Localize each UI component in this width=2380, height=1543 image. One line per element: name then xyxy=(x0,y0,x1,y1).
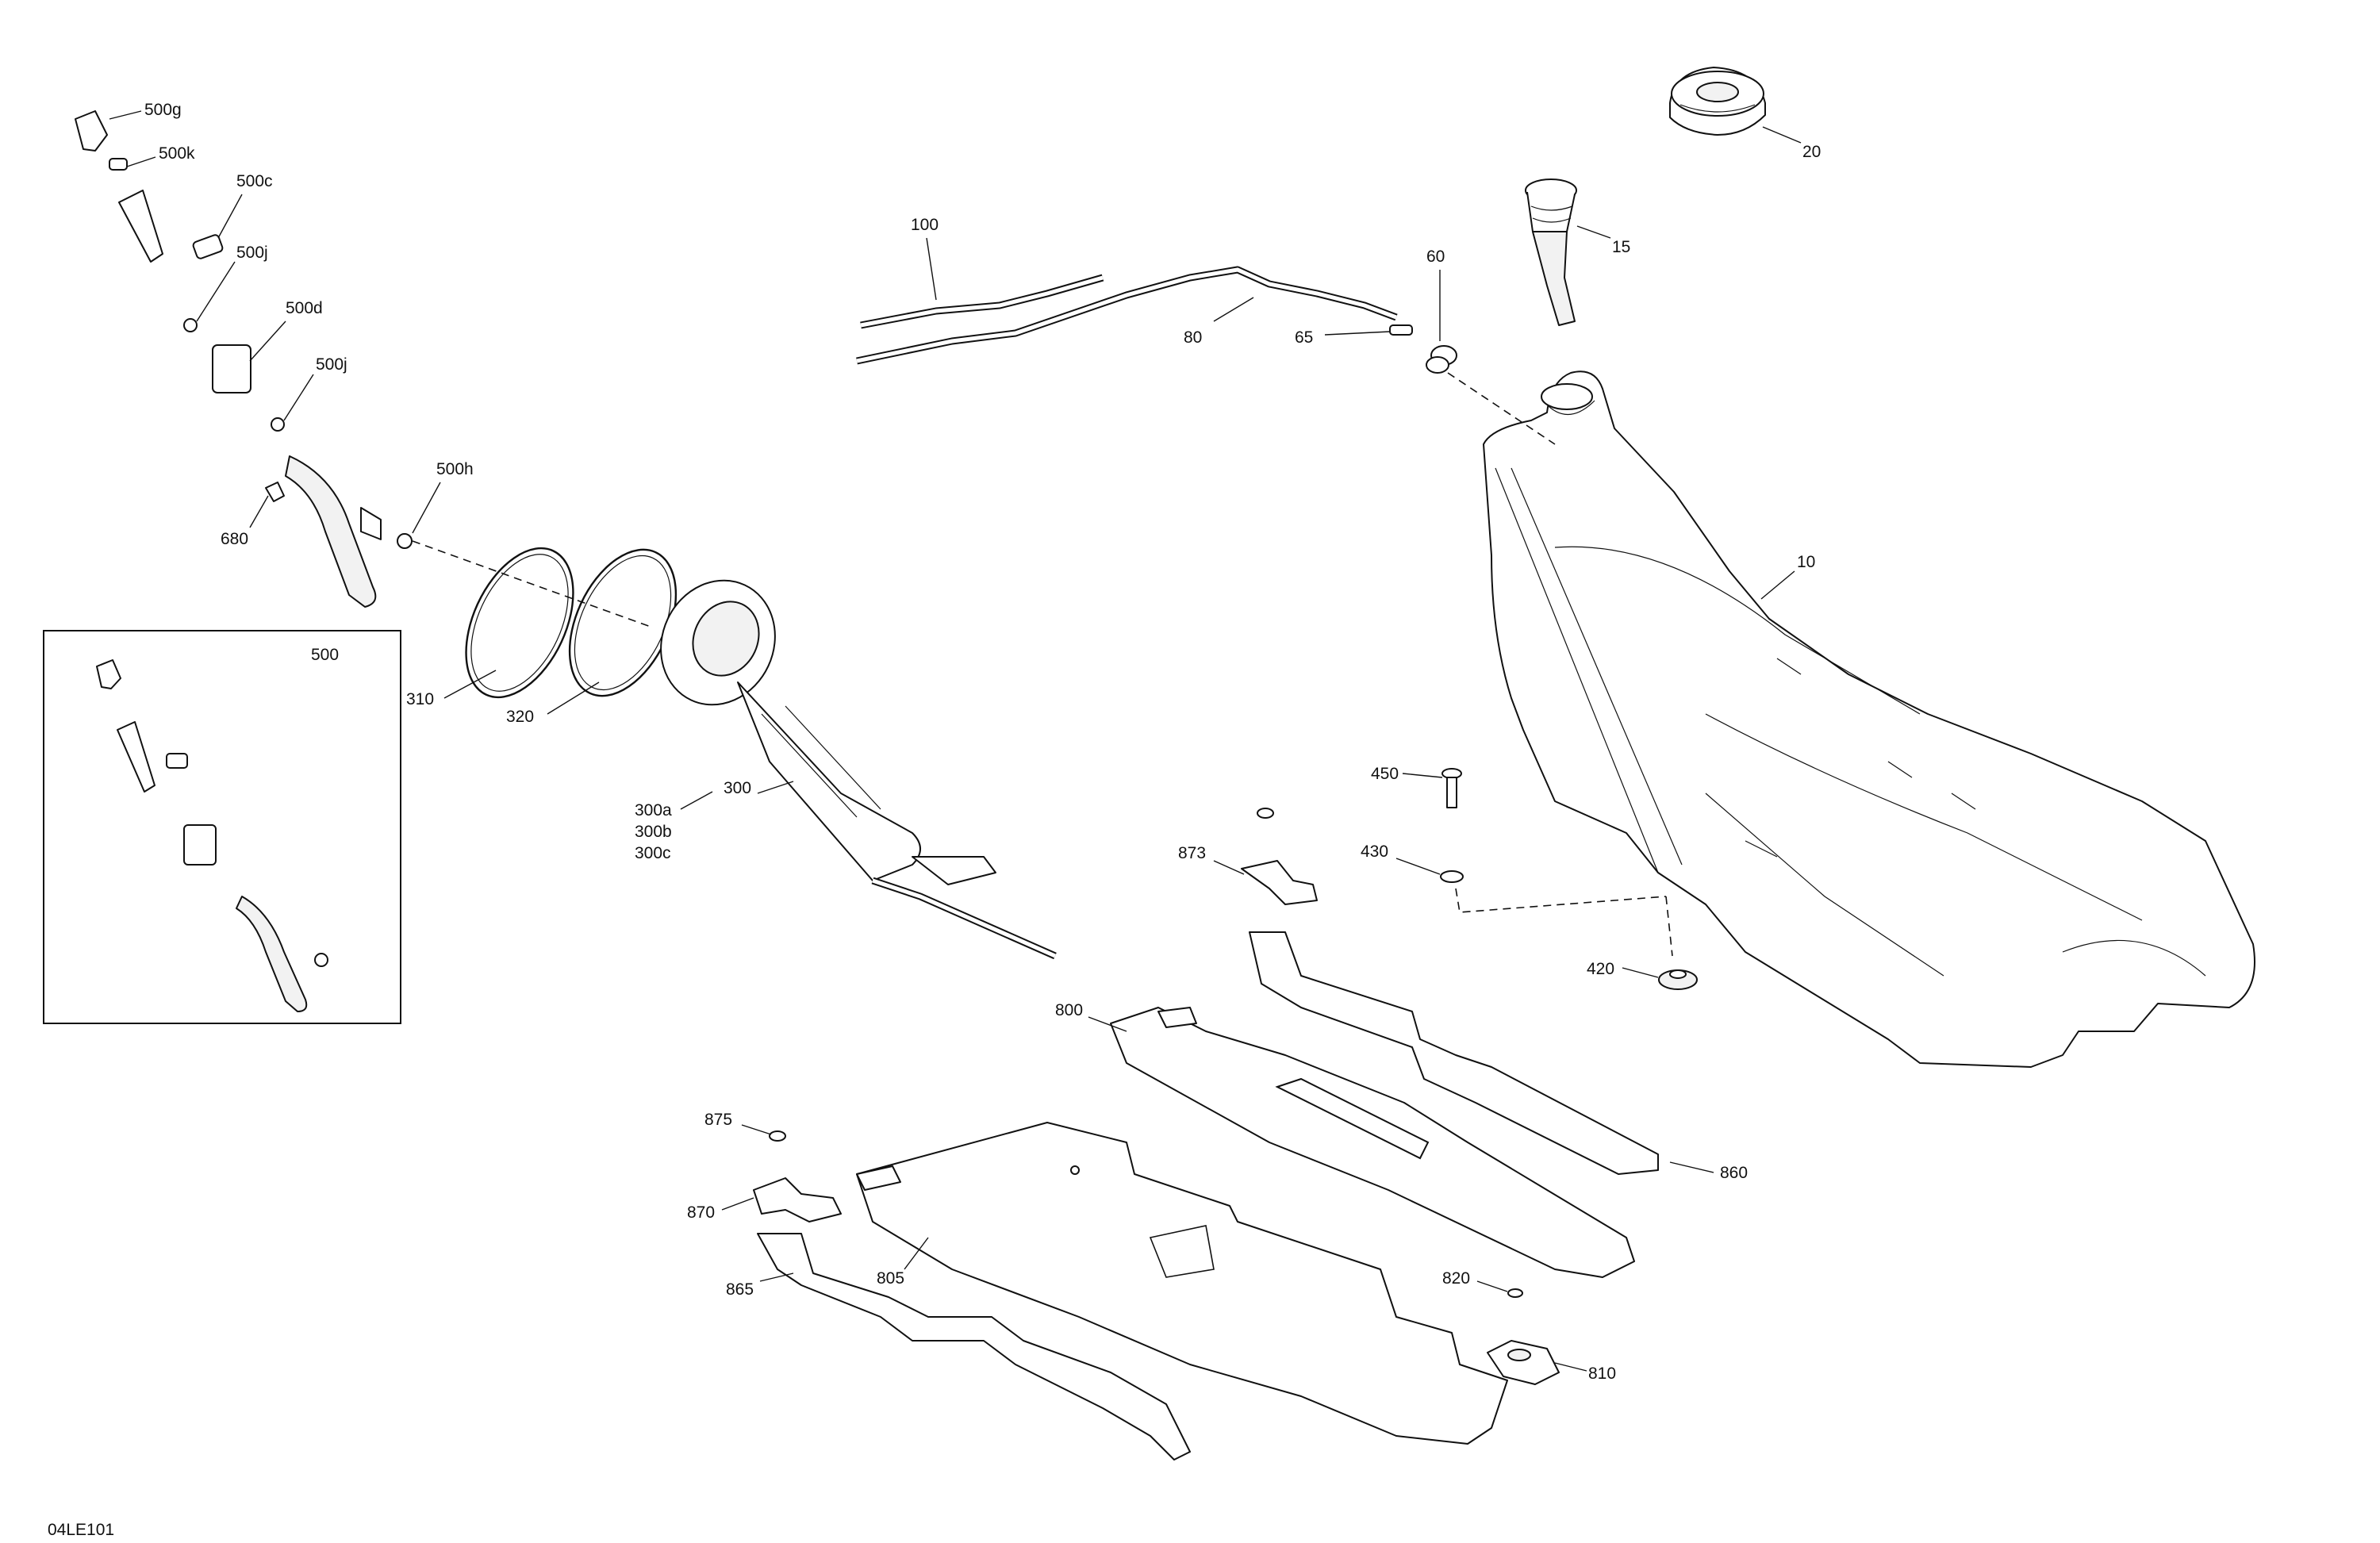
callout-300a: 300a xyxy=(635,801,672,819)
callout-500d: 500d xyxy=(286,299,323,317)
callout-860: 860 xyxy=(1720,1164,1748,1182)
callout-430: 430 xyxy=(1361,843,1388,861)
vent-fitting xyxy=(1389,324,1413,336)
callout-500j-upper: 500j xyxy=(236,244,268,262)
vent-hose xyxy=(856,266,1398,365)
callout-310: 310 xyxy=(406,690,434,708)
tank-washer xyxy=(1440,870,1464,883)
callout-60: 60 xyxy=(1426,248,1445,266)
tank-grommet xyxy=(1658,969,1698,990)
heat-shield xyxy=(1110,1007,1635,1278)
callout-15: 15 xyxy=(1612,238,1630,256)
callout-300b: 300b xyxy=(635,823,672,841)
inset-fuel-line xyxy=(96,659,328,1012)
vent-grommet xyxy=(1426,345,1457,374)
callout-500: 500 xyxy=(311,646,339,664)
callout-450: 450 xyxy=(1371,765,1399,783)
upper-bracket xyxy=(1241,808,1318,905)
callout-300: 300 xyxy=(724,779,751,797)
callout-500c: 500c xyxy=(236,172,273,190)
tank-bolt xyxy=(1441,768,1462,808)
callout-805: 805 xyxy=(877,1269,904,1288)
callout-20: 20 xyxy=(1802,143,1821,161)
callout-500k: 500k xyxy=(159,144,195,163)
lower-bracket xyxy=(753,1130,842,1223)
callout-500h: 500h xyxy=(436,460,474,478)
callout-65: 65 xyxy=(1295,328,1313,347)
callout-865: 865 xyxy=(726,1280,754,1299)
callout-873: 873 xyxy=(1178,844,1206,862)
callout-500g: 500g xyxy=(144,101,182,119)
lock-ring xyxy=(465,547,574,699)
callout-100: 100 xyxy=(911,216,939,234)
callout-80: 80 xyxy=(1184,328,1202,347)
hose-clip xyxy=(1487,1288,1560,1385)
drawing-id: 04LE101 xyxy=(48,1521,114,1539)
callout-680: 680 xyxy=(221,530,248,548)
callout-420: 420 xyxy=(1587,960,1614,978)
fuel-tank xyxy=(1483,370,2255,1068)
fuel-cap xyxy=(1669,67,1766,136)
callout-10: 10 xyxy=(1797,553,1815,571)
callout-320: 320 xyxy=(506,708,534,726)
fuel-line-assembly xyxy=(75,110,413,608)
callout-870: 870 xyxy=(687,1203,715,1222)
assembly-inset xyxy=(43,630,401,1024)
lower-heat-shield xyxy=(856,1122,1508,1445)
callout-300c: 300c xyxy=(635,844,671,862)
lower-support xyxy=(757,1233,1191,1460)
fuel-pump-module xyxy=(660,579,1057,960)
callout-875: 875 xyxy=(704,1111,732,1129)
upper-support xyxy=(1249,931,1659,1175)
callout-800: 800 xyxy=(1055,1001,1083,1019)
callout-500j-lower: 500j xyxy=(316,355,347,374)
filler-neck xyxy=(1525,178,1577,326)
callout-820: 820 xyxy=(1442,1269,1470,1288)
callout-810: 810 xyxy=(1588,1365,1616,1383)
